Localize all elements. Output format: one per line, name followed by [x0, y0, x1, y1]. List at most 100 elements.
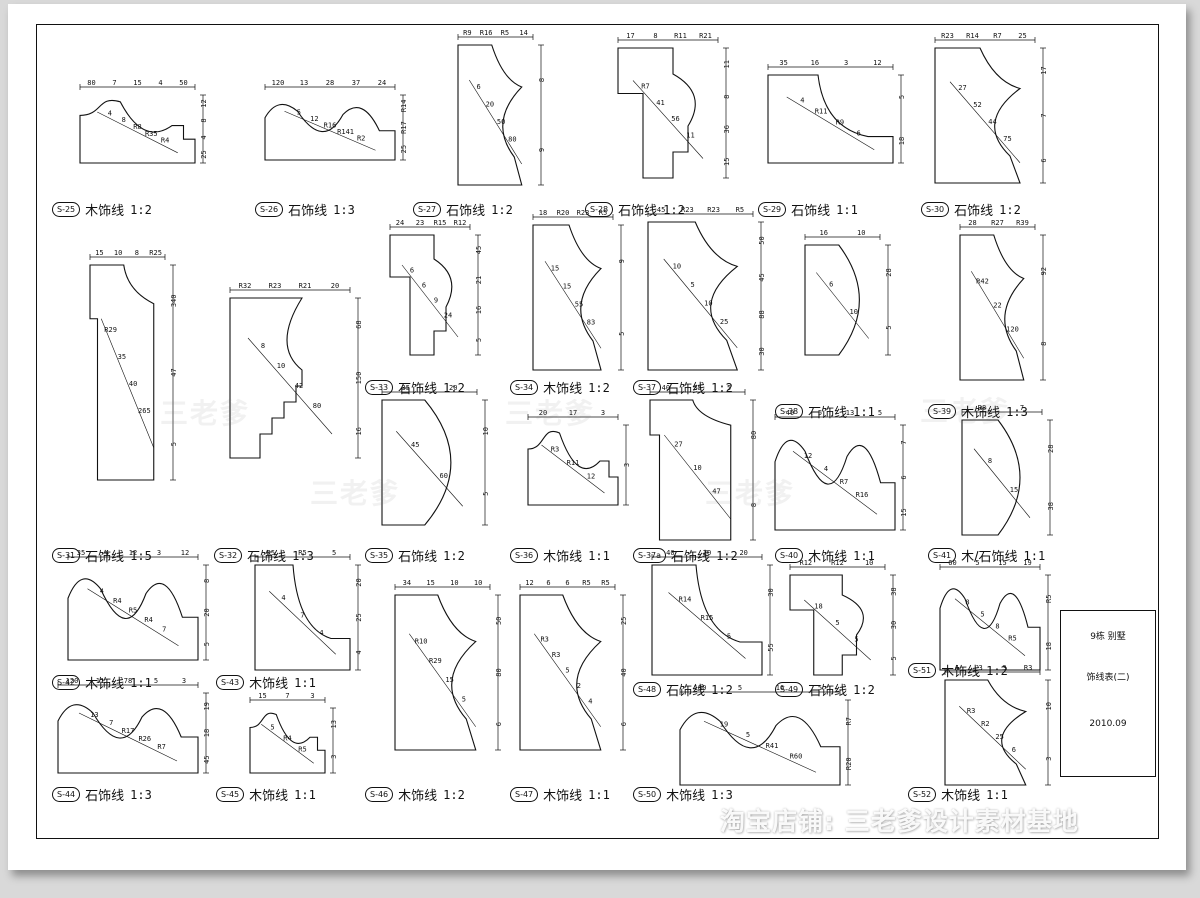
dimension-text: 10 [474, 579, 482, 587]
dimension-text: 3 [310, 692, 314, 700]
dimension-text: 4 [824, 465, 828, 473]
dimension-text: R21 [699, 32, 712, 40]
dimension-text: 28 [885, 268, 893, 276]
profile-outline [959, 234, 1025, 381]
profile-scale: 1:1 [853, 404, 875, 419]
dimension-text: 13 [846, 409, 854, 417]
profile-id: S-41 [928, 548, 957, 563]
profile-scale: 1:3 [711, 787, 733, 802]
dimension-text: 6 [477, 83, 481, 91]
dimension-text: 4 [105, 549, 109, 557]
profile-name: 木饰线 [398, 789, 438, 804]
profile-name: 石饰线 [288, 204, 328, 219]
dimension-text: 80 [495, 668, 503, 676]
profile-id: S-32 [214, 548, 243, 563]
dimension-text: 15 [551, 264, 559, 272]
dimension-text: R5 [501, 29, 509, 37]
dimension-text: 50 [497, 118, 505, 126]
dimension-text: R5 [298, 549, 306, 557]
project-name: 9栋 别墅 [1090, 632, 1126, 642]
radius-leader [970, 271, 1025, 359]
dimension-text: 28 [1047, 445, 1055, 453]
dimension-text: 6 [422, 282, 426, 290]
sheet-name: 饰线表(二) [1086, 673, 1130, 683]
profile-name: 石饰线 [85, 550, 125, 565]
profile-id: S-49 [775, 682, 804, 697]
dimension-text: 30 [758, 347, 766, 355]
dimension-text: 12 [181, 549, 189, 557]
profile-outline [89, 264, 155, 481]
profile-id: S-47 [510, 787, 539, 802]
profile-outline [527, 430, 619, 506]
dimension-text: R8 [978, 404, 986, 412]
dimension-text: R7 [993, 32, 1001, 40]
dimension-text: R21 [299, 282, 312, 290]
profile-scale: 1:5 [130, 548, 152, 563]
dimension-text: 4 [355, 650, 363, 654]
profile-scale: 1:1 [1023, 548, 1046, 563]
profile-outline [394, 594, 477, 751]
profile-scale: 1:2 [443, 380, 465, 395]
dimension-text: R16 [856, 491, 869, 499]
dimension-text: 12 [804, 452, 812, 460]
dimension-text: 20 [486, 100, 494, 108]
profile-scale: 1:2 [663, 202, 685, 217]
dimension-text: 80 [87, 79, 95, 87]
dimension-text: R11 [815, 108, 828, 116]
dimension-text: R25 [149, 249, 162, 257]
radius-leader [468, 79, 523, 165]
radius-leader [396, 431, 463, 507]
dimension-text: 20 [739, 549, 747, 557]
profile-outline [389, 234, 453, 356]
dimension-text: 6 [1012, 746, 1016, 754]
profile-id: S-37a [633, 548, 667, 563]
profile-name: 石饰线 [791, 204, 831, 219]
profile-outline [767, 74, 894, 164]
profile-id: S-46 [365, 787, 394, 802]
dimension-text: R14 [400, 100, 408, 113]
dimension-text: R8 [133, 123, 141, 131]
dimension-text: R3 [551, 446, 559, 454]
dimension-text: 5 [482, 492, 490, 496]
radius-leader [78, 712, 178, 762]
dimension-text: 4 [108, 109, 112, 117]
dimension-text: 4 [955, 664, 959, 672]
dimension-text: R41 [766, 742, 779, 750]
dimension-text: R20 [557, 209, 570, 217]
dimension-text: 7 [112, 79, 116, 87]
dimension-text: R39 [1016, 219, 1029, 227]
profile-name: 木饰线 [249, 677, 289, 692]
profile-scale: 1:2 [443, 787, 465, 802]
dimension-text: 27 [674, 441, 682, 449]
profile-name: 石饰线 [85, 789, 125, 804]
profile-id: S-48 [633, 682, 662, 697]
dimension-text: 15 [133, 79, 141, 87]
dimension-text: R5 [736, 206, 744, 214]
profile-id: S-38 [775, 404, 804, 419]
dimension-text: 15 [1010, 486, 1018, 494]
dimension-text: 45 [203, 755, 211, 763]
dimension-text: 20 [539, 409, 547, 417]
profile-name: 木饰线 [543, 382, 583, 397]
dimension-text: 19 [1023, 559, 1031, 567]
dimension-text: 25 [400, 145, 408, 153]
dimension-text: 83 [587, 319, 595, 327]
dimension-text: 4 [319, 629, 323, 637]
dimension-text: 5 [618, 332, 626, 336]
radius-leader [87, 588, 179, 647]
dimension-text: 13 [90, 711, 98, 719]
dimension-text: 78 [124, 677, 132, 685]
